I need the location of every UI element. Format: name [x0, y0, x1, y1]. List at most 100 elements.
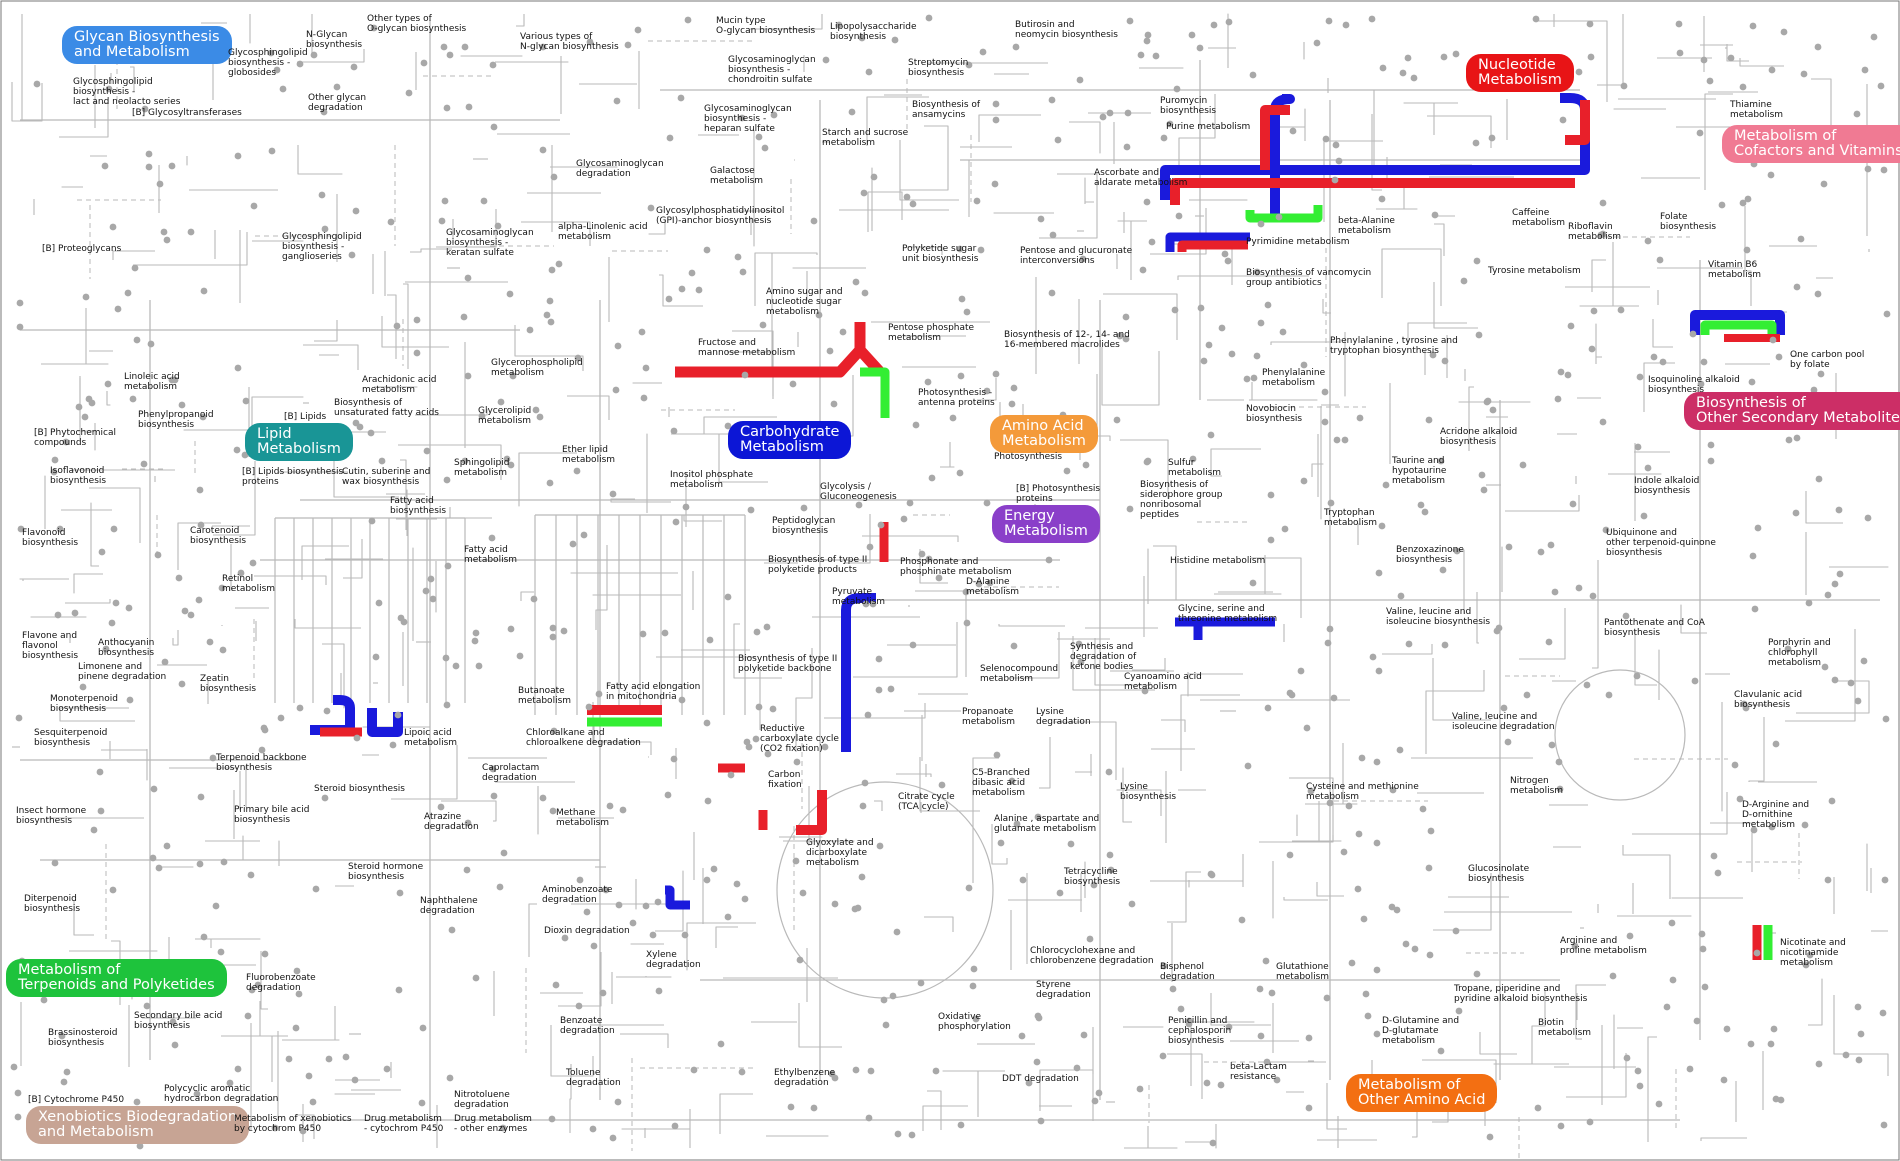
- compound-node[interactable]: [970, 965, 978, 973]
- compound-node[interactable]: [478, 412, 486, 420]
- pathway-label[interactable]: Carbon fixation: [768, 770, 802, 790]
- compound-node[interactable]: [1668, 919, 1676, 927]
- compound-node[interactable]: [1802, 961, 1810, 969]
- compound-node[interactable]: [1075, 640, 1083, 648]
- pathway-label[interactable]: beta-Alanine metabolism: [1338, 216, 1395, 236]
- compound-node[interactable]: [163, 236, 171, 244]
- compound-node[interactable]: [1099, 113, 1107, 121]
- pathway-label[interactable]: Tropane, piperidine and pyridine alkaloi…: [1454, 984, 1588, 1004]
- compound-node[interactable]: [548, 266, 556, 274]
- compound-node[interactable]: [1696, 129, 1704, 137]
- compound-node[interactable]: [147, 340, 155, 348]
- compound-node[interactable]: [1289, 127, 1297, 135]
- compound-node[interactable]: [1393, 906, 1401, 914]
- compound-node[interactable]: [638, 328, 646, 336]
- compound-node[interactable]: [682, 503, 690, 511]
- compound-node[interactable]: [1159, 1052, 1167, 1060]
- pathway-label[interactable]: Propanoate metabolism: [962, 707, 1016, 727]
- compound-node[interactable]: [1257, 220, 1265, 228]
- compound-node[interactable]: [822, 56, 830, 64]
- pathway-label[interactable]: Glycerophospholipid metabolism: [491, 358, 583, 378]
- pathway-label[interactable]: Pentose and glucuronate interconversions: [1020, 246, 1133, 266]
- compound-node[interactable]: [443, 104, 451, 112]
- compound-node[interactable]: [963, 308, 971, 316]
- compound-node[interactable]: [1321, 418, 1329, 426]
- compound-node[interactable]: [351, 1076, 359, 1084]
- compound-node[interactable]: [761, 144, 769, 152]
- compound-node[interactable]: [1588, 345, 1596, 353]
- compound-node[interactable]: [826, 347, 834, 355]
- compound-node[interactable]: [769, 705, 777, 713]
- compound-node[interactable]: [1402, 940, 1410, 948]
- compound-node[interactable]: [639, 630, 647, 638]
- compound-node[interactable]: [1589, 592, 1597, 600]
- pathway-label[interactable]: Butanoate metabolism: [518, 686, 572, 706]
- compound-node[interactable]: [494, 222, 502, 230]
- compound-node[interactable]: [195, 596, 203, 604]
- pathway-label[interactable]: Chloroalkane and chloroalkene degradatio…: [526, 728, 641, 748]
- compound-node[interactable]: [1382, 481, 1390, 489]
- compound-node[interactable]: [1379, 64, 1387, 72]
- compound-node[interactable]: [1128, 900, 1136, 908]
- compound-node[interactable]: [900, 515, 908, 523]
- compound-node[interactable]: [1861, 66, 1869, 74]
- compound-node[interactable]: [1341, 436, 1349, 444]
- pathway-label[interactable]: Naphthalene degradation: [420, 896, 478, 916]
- compound-node[interactable]: [1389, 786, 1397, 794]
- pathway-label[interactable]: Biosynthesis of ansamycins: [912, 100, 981, 120]
- compound-node[interactable]: [1018, 1032, 1026, 1040]
- compound-node[interactable]: [595, 690, 603, 698]
- compound-node[interactable]: [867, 1067, 875, 1075]
- compound-node[interactable]: [370, 24, 378, 32]
- compound-node[interactable]: [1453, 547, 1461, 555]
- compound-node[interactable]: [1143, 37, 1151, 45]
- pathway-label[interactable]: Limonene and pinene degradation: [78, 662, 167, 682]
- compound-node[interactable]: [1772, 740, 1780, 748]
- compound-node[interactable]: [678, 285, 686, 293]
- compound-node[interactable]: [1063, 467, 1071, 475]
- compound-node[interactable]: [661, 629, 669, 637]
- compound-node[interactable]: [1297, 667, 1305, 675]
- compound-node[interactable]: [187, 611, 195, 619]
- compound-node[interactable]: [792, 857, 800, 865]
- compound-node[interactable]: [1698, 930, 1706, 938]
- compound-node[interactable]: [1855, 1056, 1863, 1064]
- compound-node[interactable]: [1303, 724, 1311, 732]
- compound-node[interactable]: [688, 269, 696, 277]
- pathway-label[interactable]: [B] Lipids: [284, 412, 327, 422]
- compound-node[interactable]: [1426, 951, 1434, 959]
- compound-node[interactable]: [268, 147, 276, 155]
- compound-node[interactable]: [973, 197, 981, 205]
- compound-node[interactable]: [1767, 171, 1775, 179]
- compound-node[interactable]: [237, 569, 245, 577]
- compound-node[interactable]: [441, 197, 449, 205]
- compound-node[interactable]: [552, 981, 560, 989]
- compound-node[interactable]: [821, 743, 829, 751]
- compound-node[interactable]: [1185, 1020, 1193, 1028]
- compound-node[interactable]: [793, 758, 801, 766]
- compound-node[interactable]: [1257, 319, 1265, 327]
- compound-node[interactable]: [1583, 681, 1591, 689]
- compound-node[interactable]: [642, 364, 650, 372]
- compound-node[interactable]: [1707, 457, 1715, 465]
- compound-node[interactable]: [105, 85, 113, 93]
- compound-node[interactable]: [1348, 959, 1356, 967]
- pathway-label[interactable]: [B] Phytochemical compounds: [34, 428, 116, 448]
- compound-node[interactable]: [145, 163, 153, 171]
- compound-node[interactable]: [1267, 491, 1275, 499]
- compound-node[interactable]: [50, 468, 58, 476]
- compound-node[interactable]: [555, 260, 563, 268]
- compound-node[interactable]: [1488, 134, 1496, 142]
- compound-node[interactable]: [305, 1072, 313, 1080]
- compound-node[interactable]: [1082, 461, 1090, 469]
- compound-node[interactable]: [108, 619, 116, 627]
- compound-node[interactable]: [465, 103, 473, 111]
- pathway-label[interactable]: Carotenoid biosynthesis: [190, 526, 247, 546]
- compound-node[interactable]: [1495, 624, 1503, 632]
- compound-node[interactable]: [906, 499, 914, 507]
- compound-node[interactable]: [342, 1053, 350, 1061]
- compound-node[interactable]: [546, 297, 554, 305]
- compound-node[interactable]: [81, 413, 89, 421]
- compound-node[interactable]: [1767, 1040, 1775, 1048]
- compound-node[interactable]: [413, 316, 421, 324]
